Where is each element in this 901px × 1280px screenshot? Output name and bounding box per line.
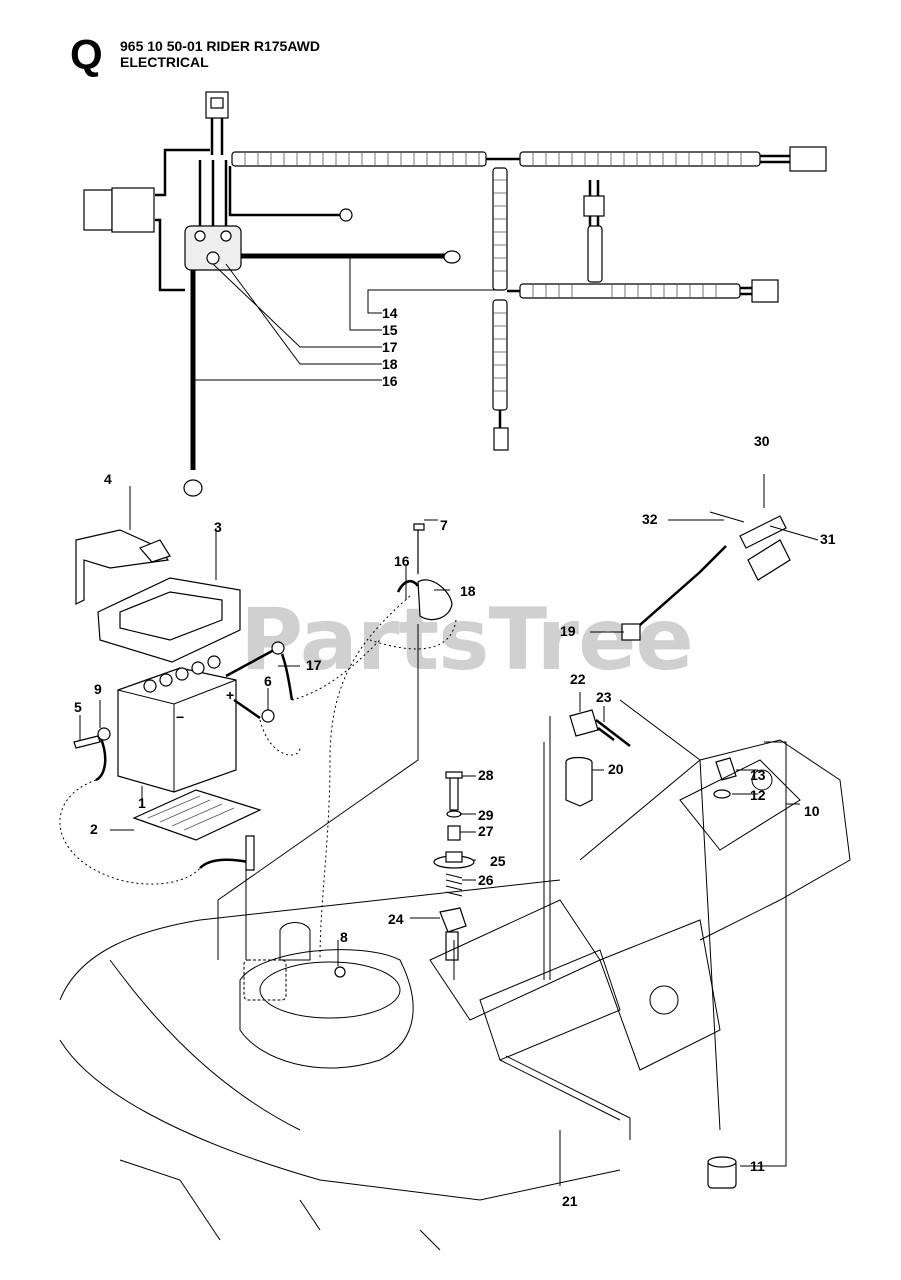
callout-23: 23 <box>596 689 612 705</box>
callout-labels: 14 15 17 18 16 4 3 1 2 5 9 6 17 7 16 18 … <box>74 305 836 1209</box>
callout-16-harness: 16 <box>382 373 398 389</box>
callout-28: 28 <box>478 767 494 783</box>
sheet-letter: Q <box>70 31 103 78</box>
callout-24: 24 <box>388 911 404 927</box>
callout-4: 4 <box>104 471 112 487</box>
callout-11: 11 <box>750 1158 765 1174</box>
callout-29: 29 <box>478 807 494 823</box>
callout-13: 13 <box>750 767 766 783</box>
callout-8: 8 <box>340 929 348 945</box>
callout-26: 26 <box>478 872 494 888</box>
callout-32: 32 <box>642 511 658 527</box>
battery-positive-mark: + <box>226 687 234 703</box>
callout-10: 10 <box>804 803 820 819</box>
seat-switch-drawing <box>217 519 457 961</box>
callout-31: 31 <box>820 531 836 547</box>
callout-9: 9 <box>94 681 102 697</box>
diagram-title-section: ELECTRICAL <box>120 54 209 70</box>
callout-27: 27 <box>478 823 494 839</box>
ignition-harness-drawing <box>590 474 819 641</box>
callout-30: 30 <box>754 433 770 449</box>
tractor-frame-drawing <box>59 739 851 1251</box>
watermark: PartsTree <box>240 590 694 690</box>
pedal-switch-drawing <box>410 771 476 980</box>
battery-assembly-drawing: + − <box>59 486 381 885</box>
diagram-title-model: 965 10 50-01 RIDER R175AWD <box>120 38 320 54</box>
callout-15: 15 <box>382 322 398 338</box>
callout-17-harness: 17 <box>382 339 398 355</box>
callout-21: 21 <box>562 1193 578 1209</box>
callout-18-harness: 18 <box>382 356 398 372</box>
callout-5: 5 <box>74 699 82 715</box>
reverse-switch-drawing <box>499 692 631 1186</box>
callout-16-switch: 16 <box>394 553 410 569</box>
callout-19: 19 <box>560 623 576 639</box>
callout-12: 12 <box>750 787 766 803</box>
callout-6: 6 <box>264 673 272 689</box>
callout-14: 14 <box>382 305 398 321</box>
wiring-harness-drawing <box>83 91 827 497</box>
callout-3: 3 <box>214 519 222 535</box>
callout-18-switch: 18 <box>460 583 476 599</box>
callout-2: 2 <box>90 821 98 837</box>
callout-25: 25 <box>490 853 506 869</box>
callout-22: 22 <box>570 671 586 687</box>
callout-17-battery: 17 <box>306 657 322 673</box>
callout-7: 7 <box>440 517 448 533</box>
battery-negative-mark: − <box>176 709 184 725</box>
callout-20: 20 <box>608 761 624 777</box>
callout-1: 1 <box>138 795 146 811</box>
